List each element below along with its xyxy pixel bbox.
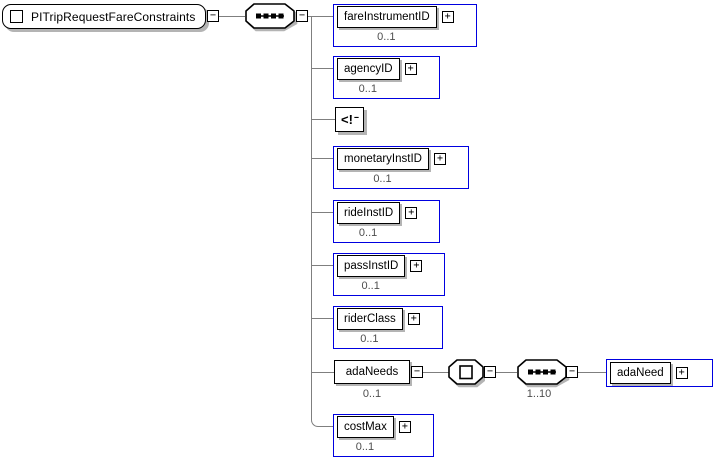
connector-stub (311, 119, 335, 120)
root-element-label: PITripRequestFareConstraints (31, 9, 196, 24)
connector-line (578, 372, 607, 373)
element-passInstID[interactable]: passInstID + 0..1 (333, 253, 446, 296)
element-name-box[interactable]: costMax (337, 416, 394, 438)
element-icon (10, 10, 23, 23)
connector-stub (311, 16, 333, 17)
sequence-collapse-toggle[interactable]: − (296, 10, 308, 22)
comment-icon: <! (341, 112, 353, 127)
cardinality-label: 0..1 (360, 333, 379, 345)
frame-spacer (446, 148, 466, 170)
connector-stub (311, 372, 334, 373)
comment-icon-dashes: -- (353, 111, 359, 122)
connector-line (308, 16, 313, 17)
element-monetaryInstID[interactable]: monetaryInstID + 0..1 (333, 146, 469, 189)
connector-stub (311, 212, 333, 213)
expand-toggle[interactable]: + (675, 367, 688, 379)
element-adaNeeds[interactable]: adaNeeds (334, 360, 410, 384)
element-name-box[interactable]: adaNeed (610, 362, 671, 384)
root-collapse-toggle[interactable]: − (207, 10, 219, 22)
cardinality-label: 0..1 (377, 31, 396, 43)
expand-toggle[interactable]: + (407, 313, 420, 325)
element-costMax[interactable]: costMax + 0..1 (333, 414, 434, 457)
connector-stub (311, 158, 333, 159)
connector-line (495, 372, 517, 373)
element-agencyID[interactable]: agencyID + 0..1 (333, 56, 440, 99)
cardinality-label: 0..1 (362, 388, 382, 400)
element-name-box[interactable]: fareInstrumentID (337, 6, 437, 28)
sequence-icon[interactable] (517, 359, 570, 393)
frame-spacer (417, 202, 437, 224)
connector-line (423, 372, 449, 373)
connector-line (219, 16, 245, 17)
expand-toggle[interactable]: + (433, 153, 446, 165)
frame-spacer (411, 416, 431, 438)
element-name-box[interactable]: monetaryInstID (337, 148, 429, 170)
connector-trunk (311, 16, 335, 427)
connector-stub (311, 318, 333, 319)
element-rideInstID[interactable]: rideInstID + 0..1 (333, 200, 441, 243)
connector-stub (311, 265, 333, 266)
expand-toggle[interactable]: + (441, 11, 454, 23)
expand-toggle[interactable]: + (404, 63, 417, 75)
comment-node[interactable]: <! -- (335, 107, 364, 132)
collapse-toggle[interactable]: − (411, 366, 423, 378)
cardinality-label: 0..1 (361, 280, 380, 292)
complex-content-icon[interactable] (448, 359, 487, 393)
element-name-box[interactable]: rideInstID (337, 202, 401, 224)
expand-toggle[interactable]: + (410, 260, 423, 272)
element-name-box[interactable]: passInstID (337, 255, 406, 277)
frame-spacer (417, 58, 437, 80)
frame-spacer (420, 308, 440, 330)
element-adaNeed[interactable]: adaNeed + (606, 359, 713, 387)
cardinality-label: 0..1 (355, 441, 375, 453)
cardinality-label: 0..1 (358, 227, 378, 239)
element-riderClass[interactable]: riderClass + 0..1 (333, 306, 443, 349)
root-element[interactable]: PITripRequestFareConstraints (2, 4, 206, 29)
sequence-icon[interactable] (245, 3, 298, 37)
collapse-toggle[interactable]: − (566, 366, 578, 378)
expand-toggle[interactable]: + (398, 421, 411, 433)
collapse-toggle[interactable]: − (484, 366, 496, 378)
frame-spacer (454, 6, 474, 28)
cardinality-label: 0..1 (373, 173, 392, 185)
element-name-box[interactable]: agencyID (337, 58, 400, 80)
connector-stub (311, 68, 333, 69)
frame-spacer (688, 362, 710, 384)
element-fareInstrumentID[interactable]: fareInstrumentID + 0..1 (333, 4, 477, 47)
sequence-cardinality-label: 1..10 (526, 388, 552, 400)
cardinality-label: 0..1 (358, 83, 377, 95)
element-name-box[interactable]: riderClass (337, 308, 403, 330)
frame-spacer (422, 255, 442, 277)
expand-toggle[interactable]: + (405, 207, 418, 219)
